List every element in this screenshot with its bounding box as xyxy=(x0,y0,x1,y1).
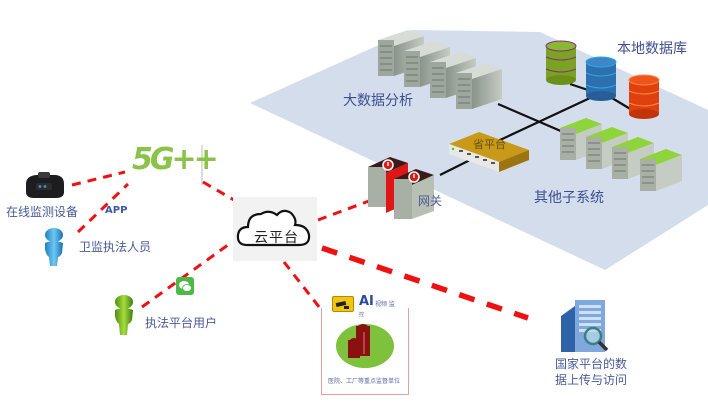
wechat-icon xyxy=(176,277,194,295)
link-cloud-gateway xyxy=(317,193,386,222)
link-cloud-ai xyxy=(282,261,325,313)
online-device-node[interactable] xyxy=(22,170,68,200)
local-db-green[interactable] xyxy=(545,40,577,86)
database-icon xyxy=(585,56,617,101)
database-icon xyxy=(545,40,577,85)
cloud-platform-node[interactable]: 云平台 xyxy=(233,197,317,261)
national-label-line1: 国家平台的数 xyxy=(555,357,628,371)
ai-subtitle: 视频 监 xyxy=(375,301,395,308)
server-green-icon xyxy=(560,118,683,192)
platform-user-node[interactable] xyxy=(110,294,138,336)
gateway-label: 网关 xyxy=(418,194,443,208)
switch-icon xyxy=(449,132,529,172)
app-label: APP xyxy=(105,205,128,216)
5g-logo: 5G++ xyxy=(132,142,219,177)
local-db-label: 本地数据库 xyxy=(617,41,687,57)
ai-subtitle-2: 控 xyxy=(359,312,365,318)
ai-monitor-node[interactable]: AI 视频 监 控 医院、工厂等重点监督单位 xyxy=(321,294,409,395)
link-cloud-national xyxy=(321,245,529,321)
inspector-node[interactable] xyxy=(40,227,68,267)
person-blue-icon xyxy=(45,228,63,266)
national-platform-node[interactable] xyxy=(555,296,615,354)
link-5g-cloud xyxy=(202,180,235,202)
cloud-label: 云平台 xyxy=(254,230,299,246)
subsystems-label: 其他子系统 xyxy=(534,190,604,206)
national-label-line2: 据上传与访问 xyxy=(555,373,628,387)
server-rack-icon xyxy=(378,30,503,110)
cctv-camera-icon xyxy=(332,296,354,312)
subsystem-servers[interactable] xyxy=(560,118,690,203)
local-db-blue[interactable] xyxy=(585,56,617,102)
big-data-label: 大数据分析 xyxy=(343,93,413,109)
gateway-server-icon xyxy=(368,157,434,219)
link-device-5g xyxy=(71,170,126,187)
online-device-label: 在线监测设备 xyxy=(6,205,79,219)
person-green-icon xyxy=(115,295,133,335)
factory-icon xyxy=(336,324,394,368)
ai-caption: 医院、工厂等重点监督单位 xyxy=(328,378,401,385)
database-icon xyxy=(628,74,660,119)
wireless-links xyxy=(71,170,386,313)
link-inspector-5g xyxy=(76,182,130,234)
monitoring-device-icon xyxy=(26,172,64,198)
cloud-icon xyxy=(236,209,311,247)
link-user-cloud xyxy=(141,240,233,309)
gateway-servers[interactable]: 网关 xyxy=(368,155,448,219)
province-label: 省平台 xyxy=(473,138,506,151)
ai-title: AI xyxy=(359,294,374,309)
building-search-icon xyxy=(561,300,609,352)
big-data-servers[interactable] xyxy=(378,30,508,115)
province-switch[interactable]: 省平台 xyxy=(449,130,533,176)
local-db-red[interactable] xyxy=(628,74,660,120)
platform-user-label: 执法平台用户 xyxy=(145,316,218,330)
inspector-label: 卫监执法人员 xyxy=(79,240,152,254)
